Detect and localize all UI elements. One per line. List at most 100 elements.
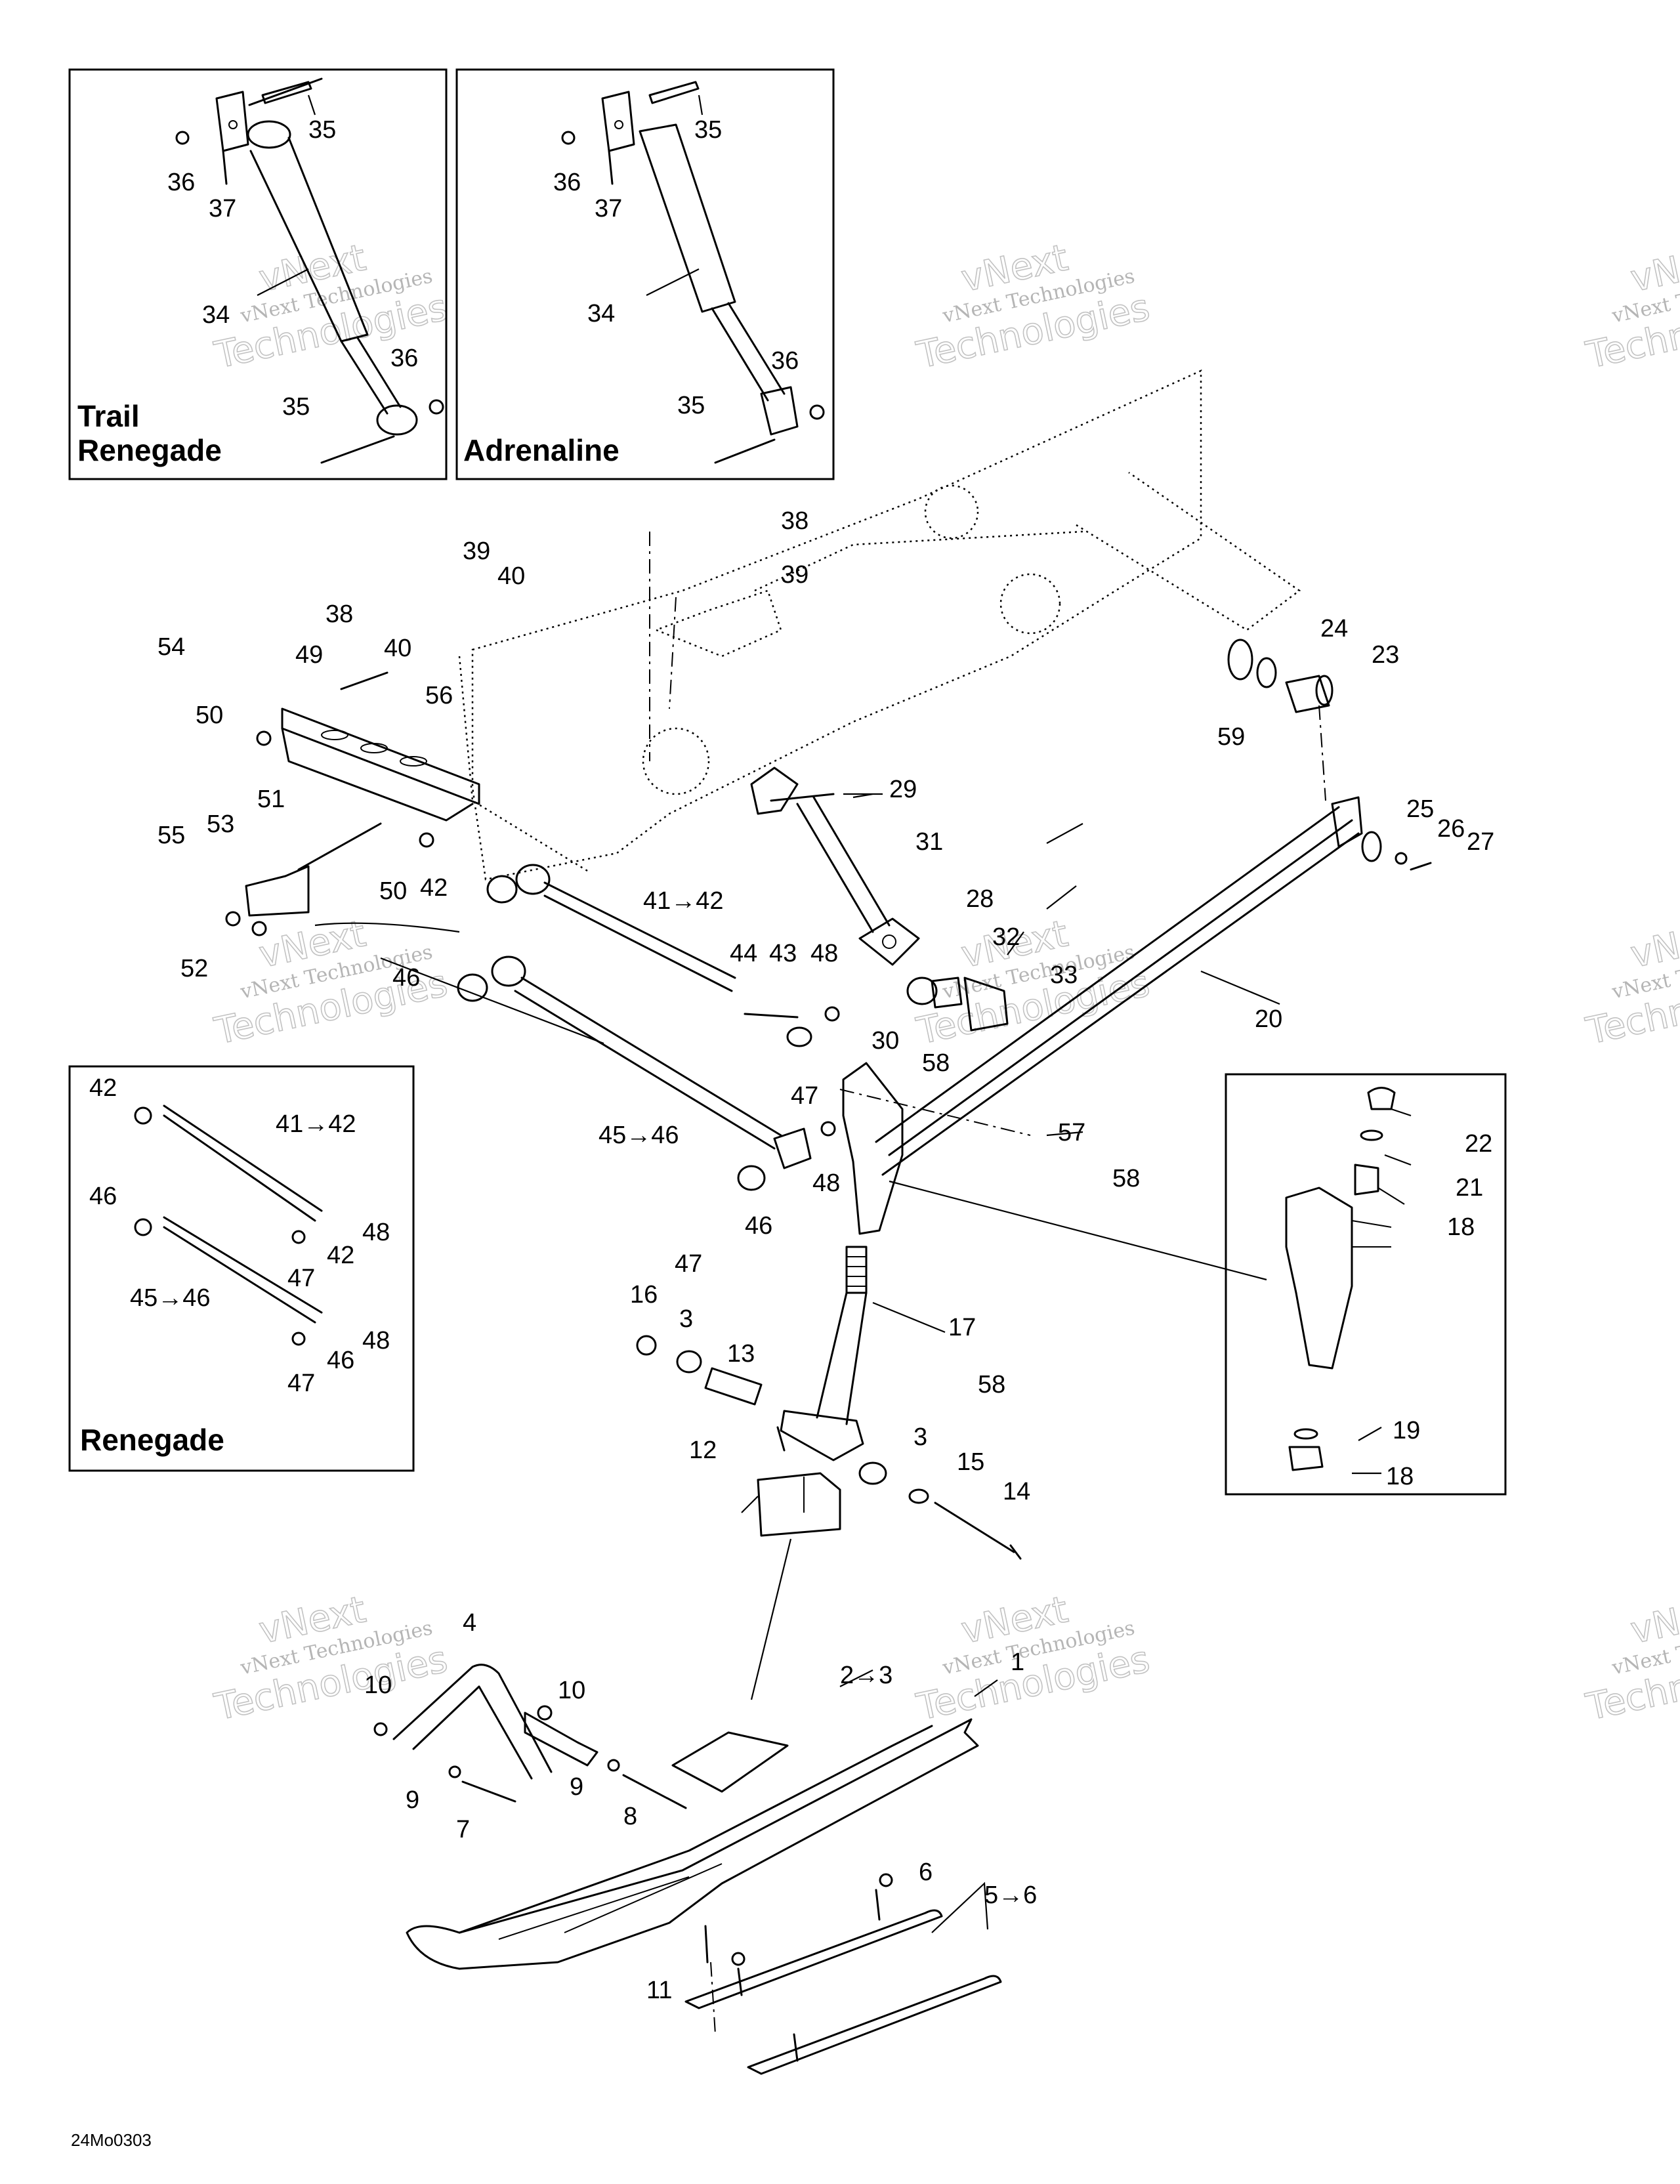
callout-25: 25 [1406, 795, 1434, 823]
callout-26: 26 [1437, 815, 1465, 843]
callout-15: 15 [957, 1448, 984, 1476]
callout-50: 50 [379, 877, 407, 905]
box-title-adrenaline: Adrenaline [463, 433, 620, 467]
inset-box-trail-renegade [68, 68, 448, 480]
callout-42: 42 [420, 874, 448, 902]
callout-37: 37 [595, 195, 622, 222]
callout-9: 9 [406, 1786, 419, 1814]
ski-handle [373, 1664, 687, 1809]
callout-41-42: 41→42 [643, 887, 724, 915]
callout-17: 17 [948, 1314, 976, 1341]
callout-53: 53 [207, 810, 234, 838]
leader-lines [257, 94, 1412, 2035]
callout-56: 56 [425, 682, 453, 709]
shock-absorber-trail [175, 77, 444, 464]
callout-45-46: 45→46 [130, 1284, 211, 1312]
watermark-vnext: vNext [1627, 912, 1680, 976]
callout-3: 3 [914, 1423, 927, 1451]
chassis-frame [458, 369, 1301, 881]
callout-48: 48 [362, 1327, 390, 1354]
box-title-trail: Trail [77, 399, 140, 433]
callout-28: 28 [966, 885, 994, 913]
drawing-code: 24Mo0303 [71, 2130, 152, 2150]
callout-58: 58 [1112, 1165, 1140, 1192]
callout-51: 51 [257, 786, 285, 813]
callout-14: 14 [1003, 1478, 1030, 1505]
callout-34: 34 [587, 300, 615, 327]
spindle-bushings-detail [1285, 1087, 1396, 1471]
callout-40: 40 [384, 635, 411, 662]
callout-50: 50 [196, 702, 223, 729]
box-title-renegade-trail: Renegade [77, 433, 222, 467]
inset-box-adrenaline [455, 68, 835, 480]
callout-2-3: 2→3 [840, 1662, 892, 1689]
steering-tie-rod [750, 766, 1009, 1032]
callout-29: 29 [889, 776, 917, 803]
callout-10: 10 [558, 1677, 585, 1704]
ski [406, 1718, 979, 1970]
callout-58: 58 [978, 1371, 1005, 1398]
callout-31: 31 [915, 828, 943, 856]
callout-35: 35 [694, 116, 722, 144]
callout-43: 43 [769, 940, 797, 967]
callout-41-42: 41→42 [276, 1110, 356, 1138]
callout-57: 57 [1058, 1119, 1085, 1146]
ski-runners [684, 1873, 1002, 2075]
callout-3: 3 [679, 1305, 693, 1333]
callout-24: 24 [1320, 615, 1348, 642]
callout-48: 48 [362, 1219, 390, 1246]
callout-40: 40 [497, 562, 525, 590]
box-title-renegade: Renegade [80, 1423, 224, 1457]
callout-36: 36 [771, 347, 799, 375]
callout-42: 42 [327, 1242, 354, 1269]
watermark-vnext: vNext [1627, 1588, 1680, 1652]
callout-38: 38 [326, 600, 353, 628]
callout-58: 58 [922, 1049, 950, 1077]
renegade-links-detail [134, 1104, 323, 1346]
bumper-bracket [225, 671, 480, 936]
callout-36: 36 [390, 345, 418, 372]
callout-19: 19 [1393, 1417, 1420, 1444]
callout-33: 33 [1050, 961, 1078, 989]
callout-45-46: 45→46 [598, 1122, 679, 1149]
callout-labels: 35 36 37 34 36 35 35 36 37 34 36 35 38 3… [89, 116, 1494, 2004]
callout-18: 18 [1386, 1463, 1414, 1490]
callout-12: 12 [689, 1437, 717, 1464]
callout-46: 46 [327, 1347, 354, 1374]
suspension-links [457, 864, 840, 1191]
callout-55: 55 [158, 822, 185, 849]
callout-22: 22 [1465, 1130, 1492, 1158]
callout-37: 37 [209, 195, 236, 222]
callout-10: 10 [364, 1671, 392, 1699]
shock-absorber-adrenaline [561, 81, 825, 464]
callout-35: 35 [282, 393, 310, 421]
inset-box-renegade [68, 1065, 415, 1472]
callout-9: 9 [570, 1773, 583, 1801]
callout-11: 11 [646, 1977, 672, 2004]
callout-5-6: 5→6 [984, 1881, 1037, 1909]
callout-35: 35 [677, 392, 705, 419]
callout-20: 20 [1255, 1005, 1282, 1033]
callout-30: 30 [872, 1027, 899, 1055]
callout-23: 23 [1372, 641, 1399, 669]
callout-8: 8 [623, 1803, 637, 1830]
callout-49: 49 [295, 641, 323, 669]
spindle-bolt-set [636, 1335, 1022, 1560]
trailing-arm [875, 796, 1432, 1176]
callout-7: 7 [456, 1816, 470, 1843]
callout-21: 21 [1456, 1174, 1483, 1202]
ski-stopper-block [757, 1472, 841, 1537]
inset-box-spindle-bushings [1225, 1073, 1507, 1496]
callout-42: 42 [89, 1074, 117, 1102]
ski-leg-spindle [776, 1062, 904, 1461]
callout-1: 1 [1011, 1648, 1024, 1676]
callout-39: 39 [781, 561, 808, 589]
callout-16: 16 [630, 1281, 658, 1309]
callout-18: 18 [1447, 1213, 1475, 1241]
callout-46: 46 [392, 964, 420, 992]
callout-6: 6 [919, 1858, 933, 1886]
callout-38: 38 [781, 507, 808, 535]
callout-47: 47 [287, 1370, 315, 1397]
callout-13: 13 [727, 1340, 755, 1368]
